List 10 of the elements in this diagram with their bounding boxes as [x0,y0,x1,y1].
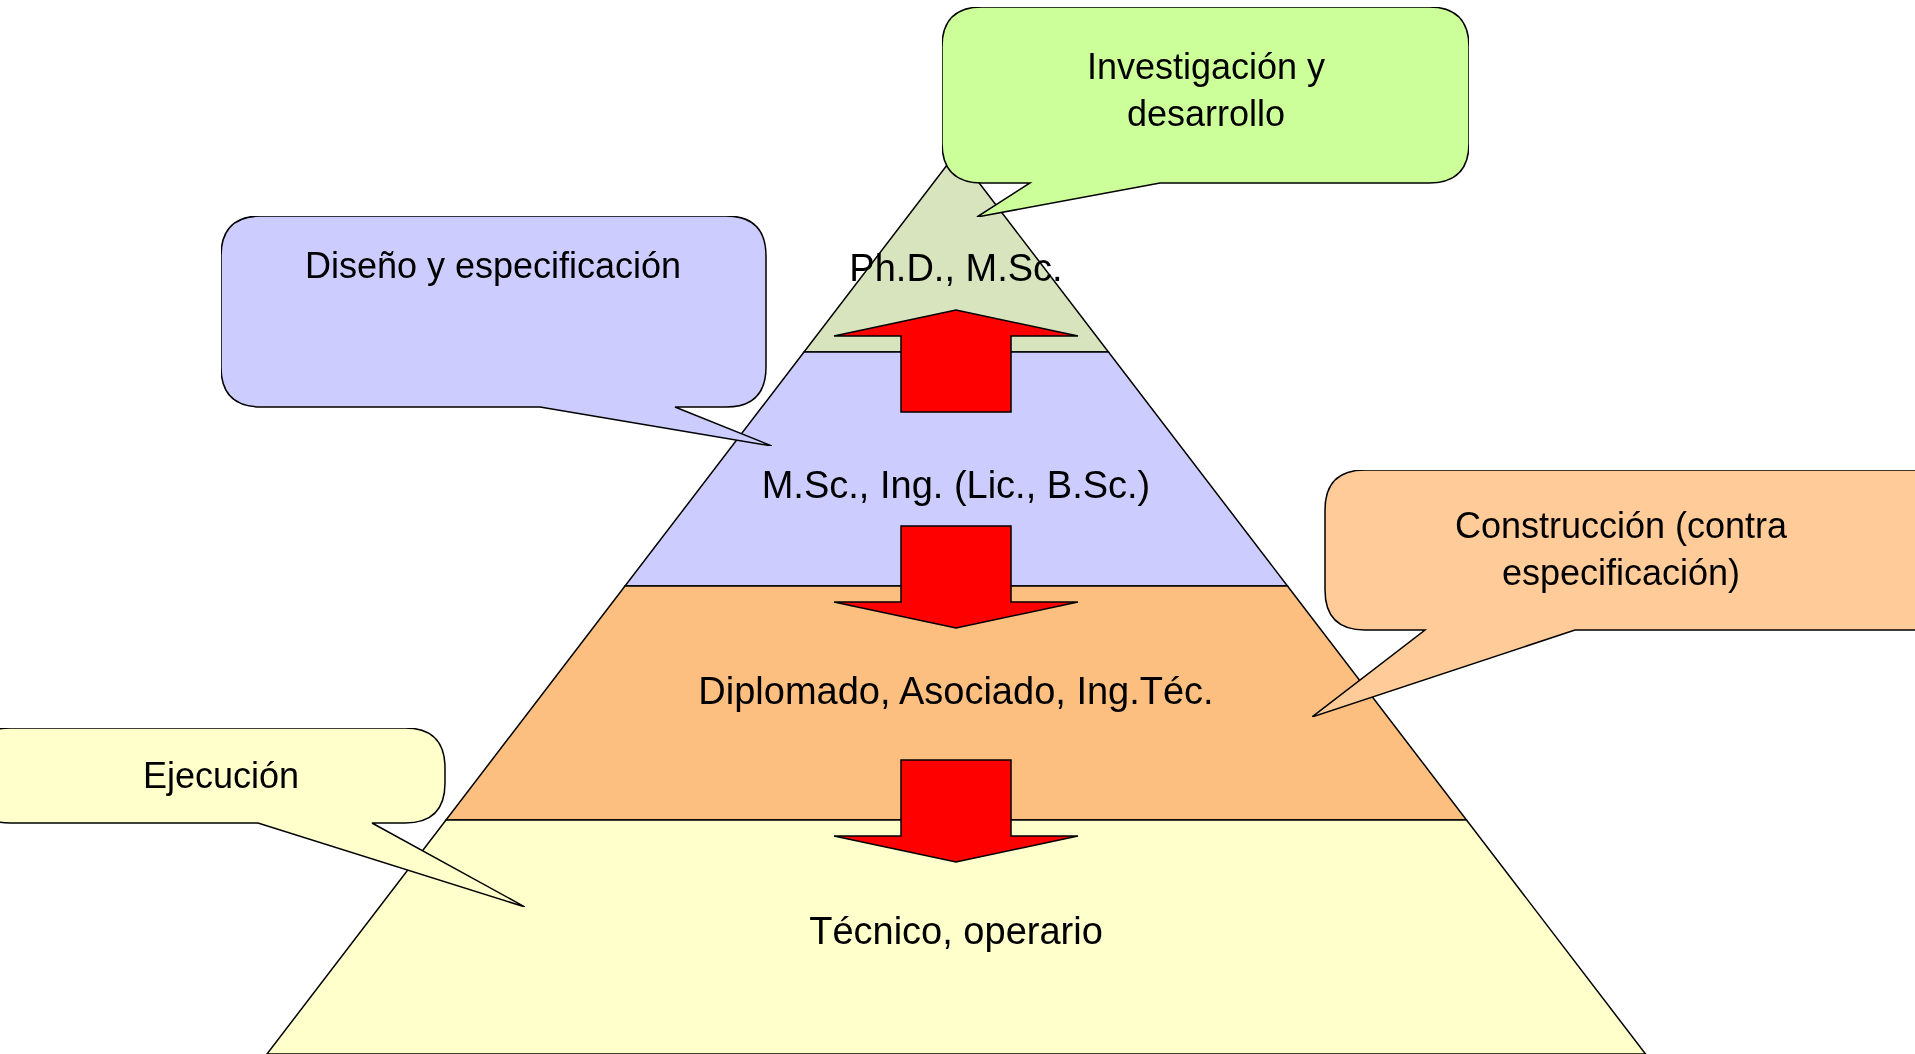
block-arrow [833,525,1079,629]
callout-text: Diseño y especificación [303,243,683,288]
layer-label: M.Sc., Ing. (Lic., B.Sc.) [761,466,1151,504]
callout-text: Construcción (contra especificación) [1453,504,1789,595]
block-arrow [833,309,1079,413]
callout-text: Ejecución [141,753,301,798]
layer-label: Diplomado, Asociado, Ing.Téc. [698,672,1214,710]
block-arrow [833,759,1079,863]
layer-label: Técnico, operario [809,912,1103,950]
callout-text: Investigación y desarrollo [1085,45,1327,136]
